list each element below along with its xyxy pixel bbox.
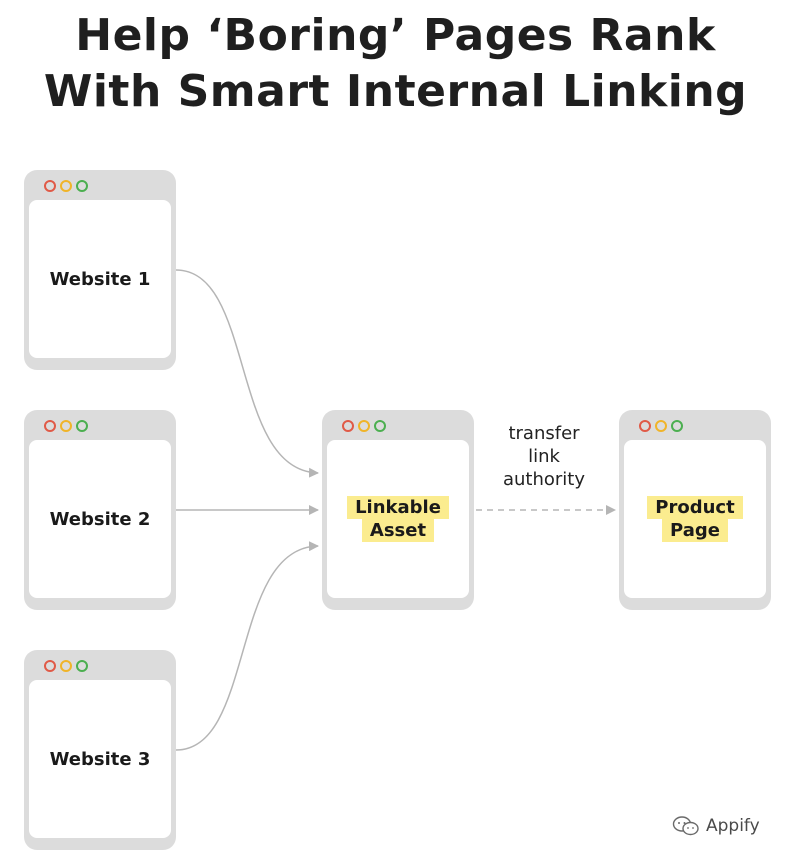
linkable-asset-label: Linkable Asset	[347, 496, 449, 542]
website-3-label: Website 3	[49, 748, 151, 770]
minimize-dot-icon	[655, 420, 667, 432]
window-titlebar	[24, 650, 176, 680]
window-titlebar	[322, 410, 474, 440]
brand-watermark: Appify	[672, 815, 760, 837]
window-content: Linkable Asset	[327, 440, 469, 598]
maximize-dot-icon	[374, 420, 386, 432]
maximize-dot-icon	[76, 420, 88, 432]
window-content: Product Page	[624, 440, 766, 598]
window-titlebar	[619, 410, 771, 440]
transfer-line-3: authority	[502, 469, 586, 490]
product-page-line-2: Page	[662, 519, 728, 542]
arrow-website1-to-asset	[175, 269, 319, 478]
page-title: Help ‘Boring’ Pages Rank With Smart Inte…	[0, 8, 791, 120]
product-page-label: Product Page	[647, 496, 743, 542]
linkable-asset-line-2: Asset	[361, 519, 435, 542]
product-page-line-1: Product	[647, 496, 743, 519]
title-line-2: With Smart Internal Linking	[43, 66, 748, 117]
window-content: Website 2	[29, 440, 171, 598]
transfer-line-1: transfer	[508, 423, 580, 444]
window-titlebar	[24, 410, 176, 440]
arrow-website3-to-asset	[175, 541, 319, 751]
wechat-icon	[672, 816, 699, 836]
linkable-asset-line-1: Linkable	[347, 496, 449, 519]
close-dot-icon	[639, 420, 651, 432]
brand-name: Appify	[706, 816, 760, 836]
window-website-3: Website 3	[24, 650, 176, 850]
window-content: Website 1	[29, 200, 171, 358]
transfer-authority-label: transfer link authority	[474, 422, 614, 491]
window-linkable-asset: Linkable Asset	[322, 410, 474, 610]
maximize-dot-icon	[671, 420, 683, 432]
window-website-1: Website 1	[24, 170, 176, 370]
minimize-dot-icon	[60, 180, 72, 192]
close-dot-icon	[44, 420, 56, 432]
close-dot-icon	[342, 420, 354, 432]
maximize-dot-icon	[76, 180, 88, 192]
title-line-1: Help ‘Boring’ Pages Rank	[75, 10, 716, 61]
window-titlebar	[24, 170, 176, 200]
window-content: Website 3	[29, 680, 171, 838]
minimize-dot-icon	[358, 420, 370, 432]
minimize-dot-icon	[60, 660, 72, 672]
window-website-2: Website 2	[24, 410, 176, 610]
maximize-dot-icon	[76, 660, 88, 672]
minimize-dot-icon	[60, 420, 72, 432]
close-dot-icon	[44, 180, 56, 192]
window-product-page: Product Page	[619, 410, 771, 610]
website-1-label: Website 1	[49, 268, 151, 290]
website-2-label: Website 2	[49, 508, 151, 530]
close-dot-icon	[44, 660, 56, 672]
transfer-line-2: link	[528, 446, 560, 467]
